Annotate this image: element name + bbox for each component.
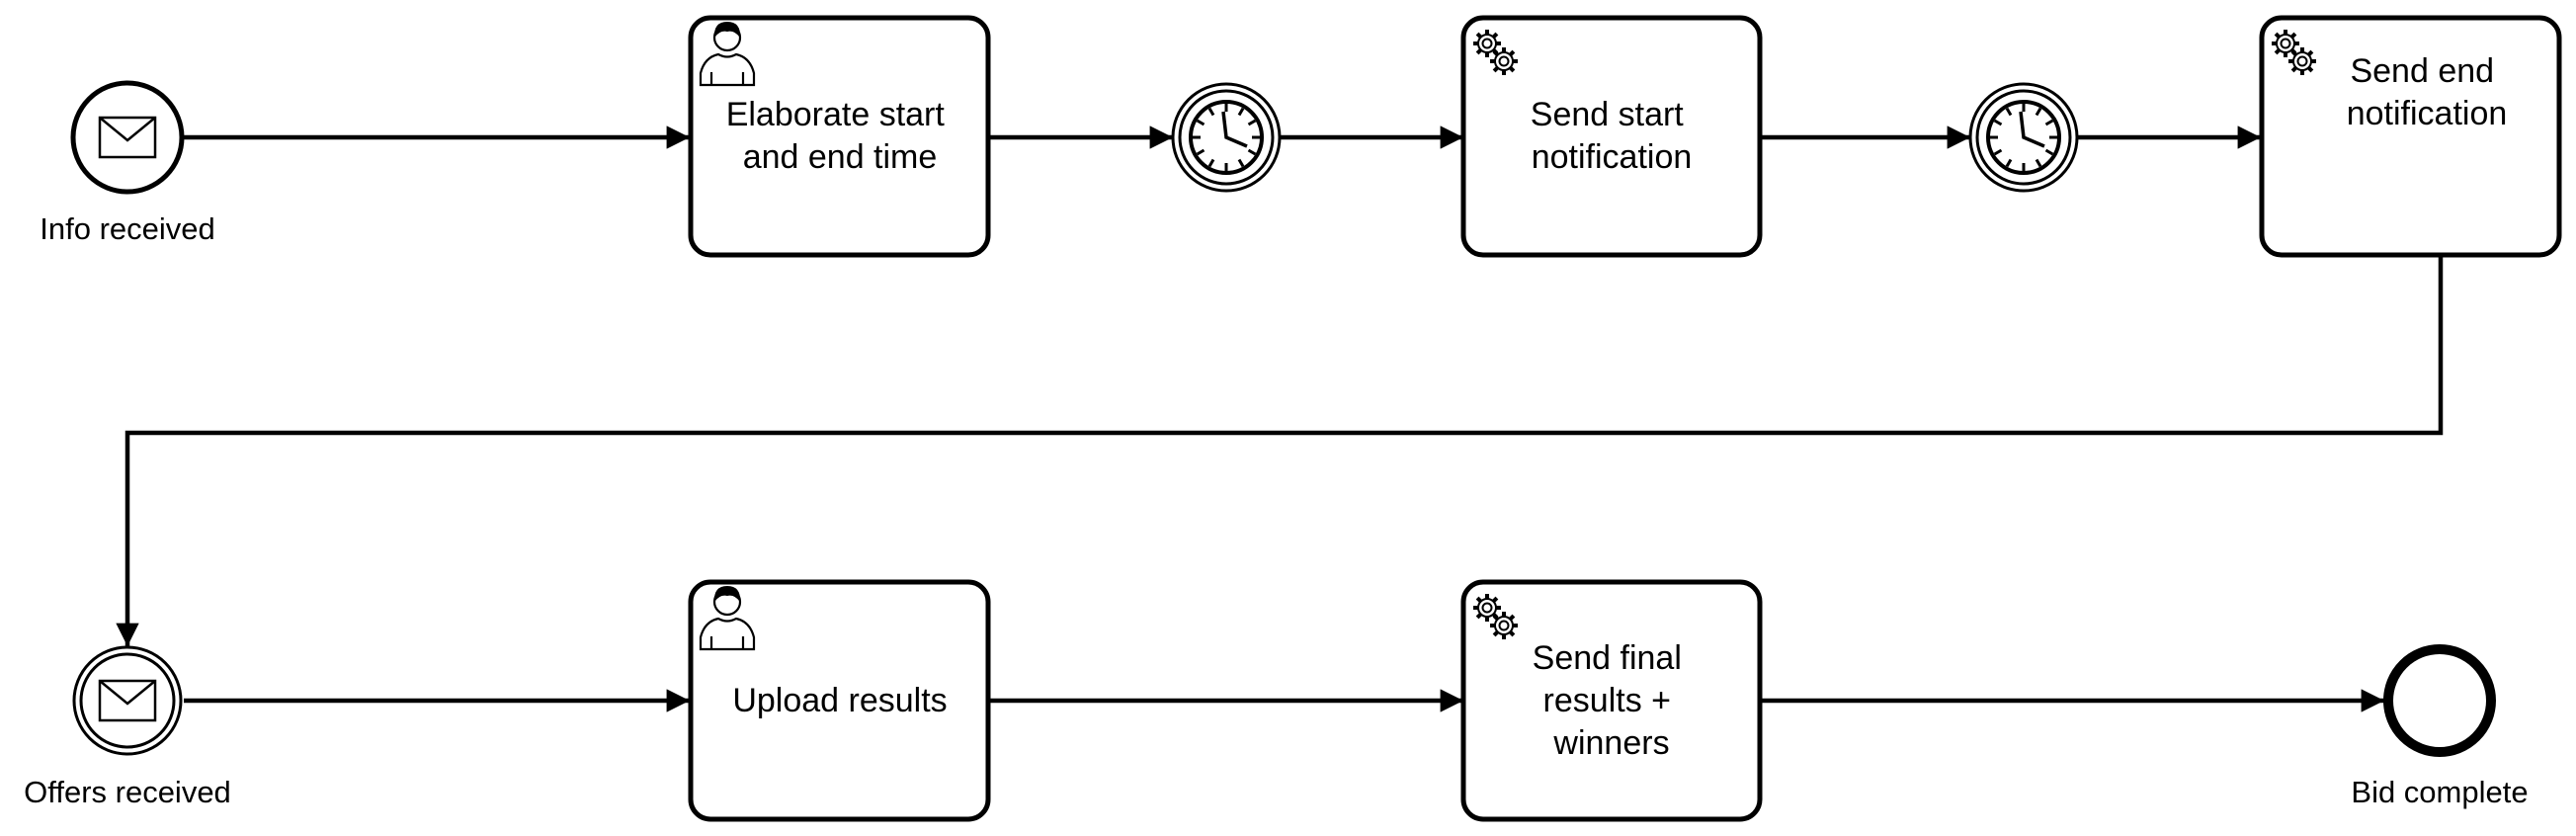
task-send-final-results-winners[interactable]: Send final results + winners — [1460, 579, 1763, 822]
task-elaborate-label-line2: and end time — [743, 138, 938, 176]
end-event-bid-complete[interactable] — [2383, 644, 2496, 757]
user-icon — [699, 22, 756, 87]
end-event-label: Bid complete — [2351, 775, 2528, 809]
task-upload-results[interactable]: Upload results — [688, 579, 991, 822]
task-elaborate-start-and-end-time[interactable]: Elaborate start and end time — [688, 15, 991, 258]
start-event-label: Info received — [40, 211, 215, 246]
svg-text:Send start notification: Send start notification — [1531, 96, 1693, 176]
timer-event-2[interactable] — [1968, 82, 2079, 193]
timer-event-1[interactable] — [1171, 82, 1282, 193]
task-send-start-notification[interactable]: Send start notification — [1460, 15, 1763, 258]
svg-text:Send final results +: Send final results + winners — [1533, 639, 1692, 762]
user-icon — [699, 586, 756, 651]
task-send-start-label-line1: Send start — [1531, 96, 1685, 133]
task-send-final-label-line3: winners — [1552, 724, 1669, 762]
intermediate-event-offers-received[interactable] — [72, 645, 183, 756]
task-send-final-label-line2: results + — [1543, 682, 1671, 719]
envelope-icon — [98, 679, 157, 722]
task-send-final-label-line1: Send final — [1533, 639, 1682, 677]
flow-sendend-to-offers[interactable] — [116, 256, 2444, 646]
task-send-end-notification[interactable]: Send end notification — [2259, 15, 2562, 258]
task-send-start-label-line2: notification — [1532, 138, 1693, 176]
svg-text:Upload results: Upload results — [732, 682, 947, 719]
envelope-icon — [98, 116, 157, 159]
svg-text:Send end notification: Send end notification — [2347, 52, 2508, 132]
clock-icon — [1986, 100, 2061, 175]
svg-text:Elaborate start and end: Elaborate start and end time — [726, 96, 955, 176]
intermediate-event-label: Offers received — [24, 775, 231, 809]
task-upload-label-line1: Upload results — [732, 682, 947, 719]
task-send-end-label-line2: notification — [2347, 95, 2508, 132]
start-event-info-received[interactable] — [70, 80, 185, 195]
clock-icon — [1189, 100, 1264, 175]
sequence-flows — [116, 125, 2444, 712]
task-elaborate-label-line1: Elaborate start — [726, 96, 946, 133]
task-send-end-label-line1: Send end — [2350, 52, 2494, 90]
